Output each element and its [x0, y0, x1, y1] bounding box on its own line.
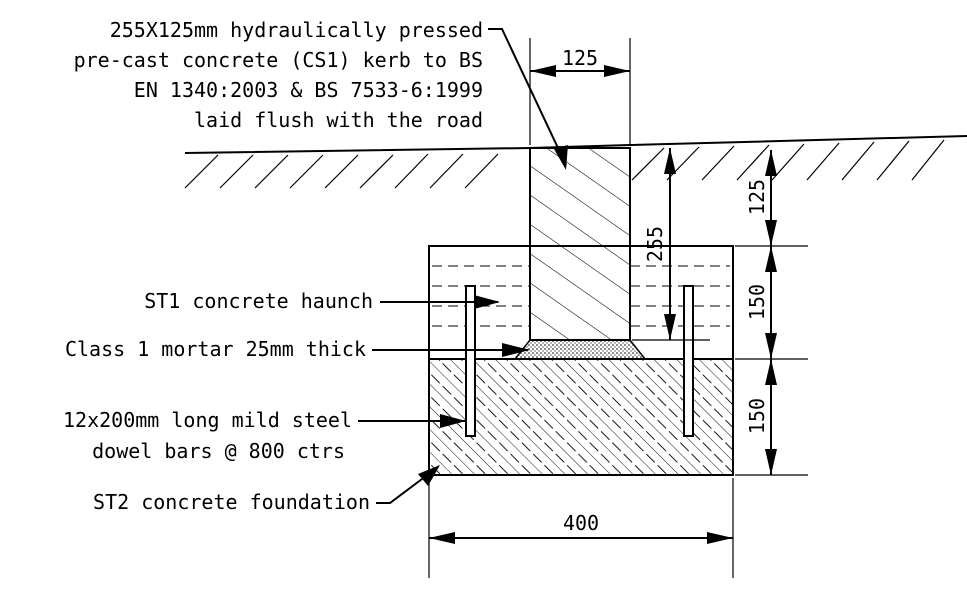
dowel-label: 12x200mm long mild steel dowel bars @ 80…	[63, 408, 466, 463]
dim-kerb-depth: 255	[632, 148, 710, 341]
kerb-label-line-1: 255X125mm hydraulically pressed	[110, 18, 483, 42]
dim-kerb-width-text: 125	[562, 46, 598, 70]
kerb-label-line-4: laid flush with the road	[194, 108, 483, 132]
ground	[184, 135, 967, 189]
mortar-label-text: Class 1 mortar 25mm thick	[65, 337, 366, 361]
foundation-label-text: ST2 concrete foundation	[93, 490, 370, 514]
dim-foundation-width-text: 400	[563, 511, 599, 535]
haunch-label-text: ST1 concrete haunch	[144, 289, 373, 313]
dowel-bar-right	[683, 285, 694, 437]
dim-haunch-depth-text: 150	[745, 284, 769, 320]
kerb-block	[529, 147, 631, 341]
dim-right-stack: 125 150 150	[735, 150, 808, 476]
mortar-label: Class 1 mortar 25mm thick	[65, 337, 530, 361]
dim-foundation-width: 400	[428, 478, 734, 578]
dim-kerb-width: 125	[529, 38, 631, 145]
dowel-bar-left	[465, 285, 476, 437]
dim-foundation-depth-text: 150	[745, 398, 769, 434]
foundation-label: ST2 concrete foundation	[93, 465, 440, 514]
kerb-label-line-2: pre-cast concrete (CS1) kerb to BS	[74, 48, 483, 72]
kerb-label-line-3: EN 1340:2003 & BS 7533-6:1999	[134, 78, 483, 102]
dim-kerb-depth-text: 255	[643, 226, 667, 262]
mortar-bed	[513, 339, 647, 360]
dowel-label-line-2: dowel bars @ 800 ctrs	[92, 439, 345, 463]
dim-upper-depth-text: 125	[745, 179, 769, 215]
dowel-label-line-1: 12x200mm long mild steel	[63, 408, 352, 432]
haunch-label: ST1 concrete haunch	[144, 289, 500, 313]
kerb-label: 255X125mm hydraulically pressed pre-cast…	[74, 18, 568, 170]
